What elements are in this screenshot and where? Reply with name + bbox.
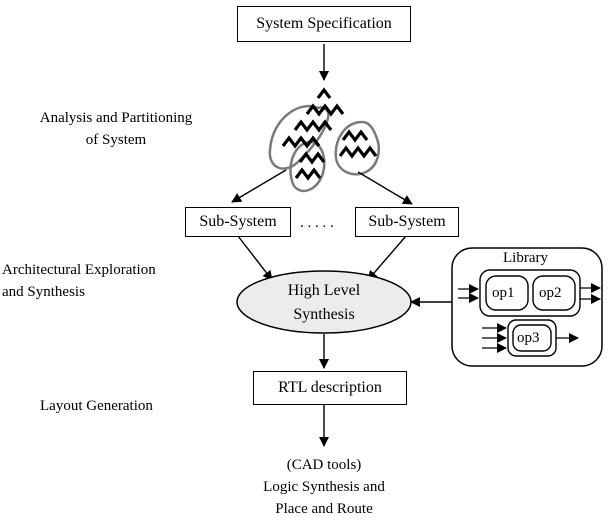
stage-analysis-line2: of System bbox=[85, 132, 147, 148]
subsystem-left-label: Sub-System bbox=[199, 213, 277, 230]
subsystem-ellipsis: . . . . . bbox=[300, 215, 334, 231]
rtl-description-box: RTL description bbox=[253, 371, 407, 405]
cad-line1: (CAD tools) bbox=[286, 457, 362, 473]
op3-label: op3 bbox=[517, 330, 540, 346]
subsystem-right-label: Sub-System bbox=[368, 213, 446, 230]
hls-label-line1: High Level bbox=[287, 282, 361, 299]
library-box bbox=[451, 247, 603, 367]
subsystem-left-box: Sub-System bbox=[185, 207, 291, 237]
subsystem-right-box: Sub-System bbox=[355, 207, 459, 237]
stage-architectural-exploration: Architectural Exploration and Synthesis bbox=[2, 259, 222, 303]
op2-label: op2 bbox=[539, 285, 562, 301]
partition-outline-right bbox=[334, 120, 380, 176]
hls-label: High Level Synthesis bbox=[254, 279, 394, 327]
arrow-partition-to-subsystem-right bbox=[357, 171, 413, 205]
library-title: Library bbox=[503, 250, 548, 266]
cad-line3: Place and Route bbox=[275, 501, 373, 517]
cad-tools-label: (CAD tools) Logic Synthesis and Place an… bbox=[224, 454, 424, 520]
op1-unit bbox=[485, 275, 529, 311]
cad-line2: Logic Synthesis and bbox=[263, 479, 385, 495]
op2-unit bbox=[532, 275, 576, 311]
arrow-partition-to-subsystem-left bbox=[231, 169, 287, 203]
stage-analysis-line1: Analysis and Partitioning bbox=[39, 110, 193, 126]
stage-arch-line2: and Synthesis bbox=[2, 284, 85, 300]
arrow-subsystem-left-to-hls bbox=[237, 235, 273, 281]
hls-label-line2: Synthesis bbox=[293, 306, 355, 323]
system-specification-box: System Specification bbox=[237, 6, 411, 42]
hls-ellipse bbox=[236, 270, 412, 334]
op1-label: op1 bbox=[492, 285, 515, 301]
op3-unit bbox=[512, 324, 552, 352]
arrow-subsystem-right-to-hls bbox=[367, 235, 407, 281]
partition-outline-middle bbox=[289, 140, 326, 193]
partition-tree-illustration bbox=[268, 87, 380, 193]
rtl-description-label: RTL description bbox=[278, 379, 382, 396]
stage-arch-line1: Architectural Exploration bbox=[2, 262, 156, 278]
stage-layout-generation: Layout Generation bbox=[40, 398, 153, 414]
stage-analysis-partitioning: Analysis and Partitioning of System bbox=[14, 107, 218, 151]
system-specification-label: System Specification bbox=[256, 15, 392, 32]
